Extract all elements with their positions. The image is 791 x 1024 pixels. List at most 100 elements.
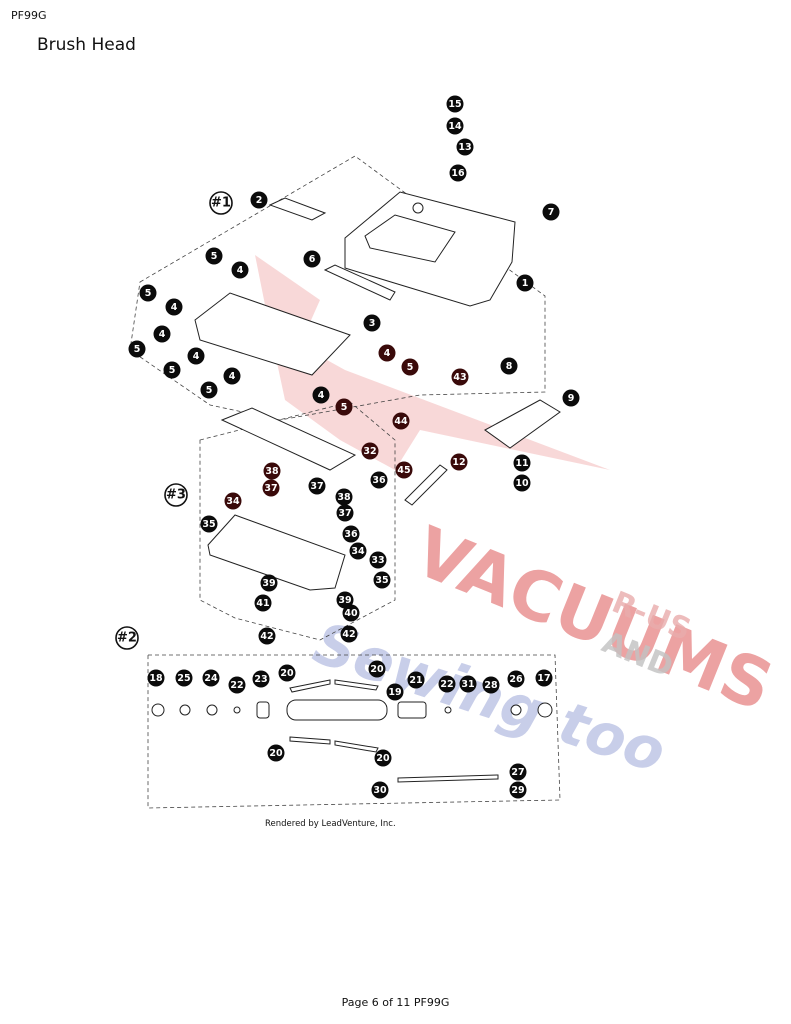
label-strip-part	[268, 197, 327, 221]
callout-11: 11	[515, 458, 528, 469]
callout-42: 42	[260, 631, 273, 642]
callout-12: 12	[452, 457, 465, 468]
callout-20-marker	[267, 744, 285, 762]
callout-21: 21	[409, 675, 422, 686]
callout-20: 20	[370, 664, 384, 675]
callout-5: 5	[206, 385, 213, 396]
callout-20-marker	[374, 749, 392, 767]
callout-43: 43	[453, 372, 466, 383]
callout-24-marker	[202, 669, 220, 687]
callout-5: 5	[407, 362, 414, 373]
belt-part	[404, 464, 448, 506]
callout-27: 27	[511, 767, 524, 778]
callout-5-marker	[139, 284, 157, 302]
callout-4: 4	[384, 348, 391, 359]
callout-31: 31	[461, 679, 474, 690]
callout-4: 4	[318, 390, 325, 401]
callout-5: 5	[134, 344, 141, 355]
callout-21-marker	[407, 671, 425, 689]
callout-20: 20	[376, 753, 390, 764]
callout-20: 20	[280, 668, 294, 679]
callout-24: 24	[204, 673, 218, 684]
callout-28-marker	[482, 676, 500, 694]
callout-45-marker	[395, 461, 413, 479]
callout-29: 29	[511, 785, 524, 796]
callout-42-marker	[340, 625, 358, 643]
callout-35-marker	[200, 515, 218, 533]
callout-44: 44	[394, 416, 408, 427]
callout-4: 4	[159, 329, 166, 340]
callout-4: 4	[193, 351, 200, 362]
callout-34: 34	[351, 546, 365, 557]
callout-37-marker	[262, 479, 280, 497]
callout-39-marker	[260, 574, 278, 592]
callout-41: 41	[256, 598, 269, 609]
callout-28: 28	[484, 680, 498, 691]
callout-36: 36	[344, 529, 358, 540]
callout-17: 17	[537, 673, 550, 684]
callout-4-marker	[231, 261, 249, 279]
callout-5-marker	[335, 398, 353, 416]
callout-31-marker	[459, 675, 477, 693]
callout-4: 4	[237, 265, 244, 276]
callout-37: 37	[338, 508, 351, 519]
callout-20-marker	[278, 664, 296, 682]
callout-5-marker	[200, 381, 218, 399]
callout-43-marker	[451, 368, 469, 386]
callout-33: 33	[371, 555, 384, 566]
callout-6: 6	[309, 254, 316, 265]
callout-1: 1	[522, 278, 529, 289]
callout-5-marker	[205, 247, 223, 265]
callout-9: 9	[568, 393, 575, 404]
callout-34-marker	[349, 542, 367, 560]
group-label-3-text: #3	[166, 488, 186, 503]
callout-13: 13	[458, 142, 471, 153]
callout-9-marker	[562, 389, 580, 407]
callout-40-marker	[342, 604, 360, 622]
callout-36: 36	[372, 475, 386, 486]
callout-35-marker	[373, 571, 391, 589]
callout-2: 2	[256, 195, 263, 206]
callout-17-marker	[535, 669, 553, 687]
callout-25-marker	[175, 669, 193, 687]
callout-16: 16	[451, 168, 465, 179]
callout-19: 19	[388, 687, 401, 698]
callout-38: 38	[265, 466, 279, 477]
callout-35: 35	[375, 575, 388, 586]
page-code: PF99G	[11, 9, 47, 22]
callout-6-marker	[303, 250, 321, 268]
callout-42-marker	[258, 627, 276, 645]
callout-39-marker	[336, 591, 354, 609]
callout-34-marker	[224, 492, 242, 510]
callout-10: 10	[515, 478, 529, 489]
callout-22: 22	[230, 680, 243, 691]
callout-4-marker	[153, 325, 171, 343]
callout-4-marker	[187, 347, 205, 365]
callout-3-marker	[363, 314, 381, 332]
callout-19-marker	[386, 683, 404, 701]
callout-41-marker	[254, 594, 272, 612]
callout-36-marker	[370, 471, 388, 489]
callout-25: 25	[177, 673, 190, 684]
group-label-1-text: #1	[211, 196, 231, 211]
callout-12-marker	[450, 453, 468, 471]
callout-42: 42	[342, 629, 355, 640]
gasket-part	[220, 407, 357, 471]
callout-14-marker	[446, 117, 464, 135]
callout-23-marker	[252, 670, 270, 688]
group-3-boundary	[199, 401, 396, 641]
callout-16-marker	[449, 164, 467, 182]
callout-15: 15	[448, 99, 461, 110]
strip-part	[323, 264, 396, 301]
group-label-2-text: #2	[117, 631, 137, 646]
callout-36-marker	[342, 525, 360, 543]
callout-5: 5	[145, 288, 152, 299]
callout-45: 45	[397, 465, 410, 476]
callout-5: 5	[211, 251, 218, 262]
callout-5: 5	[169, 365, 176, 376]
callout-22-marker	[438, 675, 456, 693]
callout-7: 7	[548, 207, 555, 218]
callout-34: 34	[226, 496, 240, 507]
